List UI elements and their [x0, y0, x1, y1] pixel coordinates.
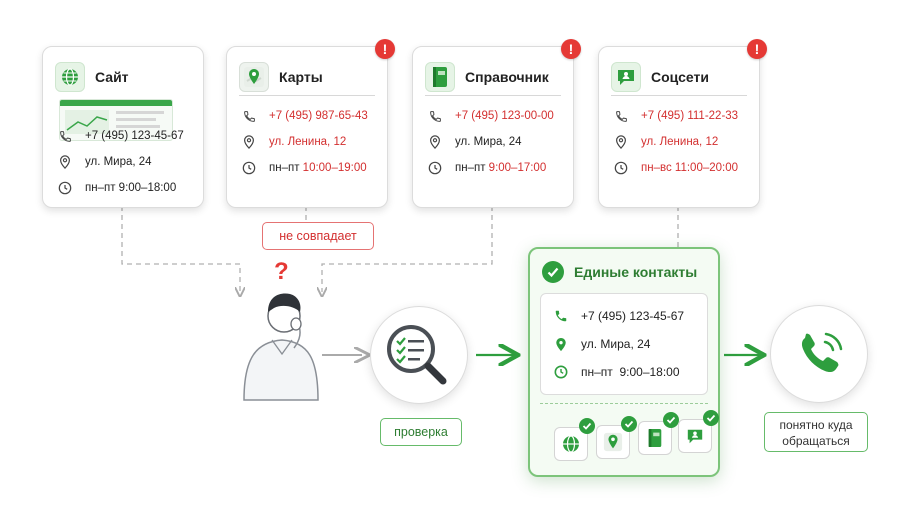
check-circle-icon — [542, 261, 564, 283]
directory-address: ул. Мира, 24 — [455, 136, 522, 148]
unified-hours-row: пн–пт 9:00–18:00 — [553, 358, 684, 386]
book-icon — [638, 412, 679, 455]
maps-phone-row: +7 (495) 987-65-43 — [241, 103, 379, 129]
mismatch-tag: не совпадает — [262, 222, 374, 250]
card-divider — [611, 95, 747, 96]
source-card-site: Сайт +7 (495) 123-45-67 ул. Мира, 24 пн–… — [42, 46, 204, 208]
result-label-line1: понятно куда — [779, 418, 853, 432]
confused-person-illustration: ? — [236, 258, 326, 408]
directory-hours-days: пн–пт — [455, 162, 486, 174]
phone-icon — [57, 130, 73, 143]
site-hours-row: пн–пт 9:00–18:00 — [57, 175, 195, 201]
social-phone-row: +7 (495) 111-22-33 — [613, 103, 751, 129]
globe-icon — [55, 62, 85, 92]
source-title-maps: Карты — [279, 69, 323, 85]
unified-phone: +7 (495) 123-45-67 — [581, 309, 685, 323]
unified-contacts-card: Единые контакты +7 (495) 123-45-67 ул. М… — [528, 247, 720, 477]
map-pin-icon — [596, 416, 637, 459]
check-magnifier-circle — [370, 306, 468, 404]
maps-hours-row: пн–пт 10:00–19:00 — [241, 155, 379, 181]
social-chat-icon — [678, 410, 719, 453]
social-phone: +7 (495) 111-22-33 — [641, 110, 739, 122]
location-icon — [613, 135, 629, 149]
source-card-directory: ! Справочник +7 (495) 123-00-00 ул. Мира… — [412, 39, 581, 208]
social-hours-time: 11:00–20:00 — [674, 162, 739, 174]
check-label-tag: проверка — [380, 418, 462, 446]
site-phone: +7 (495) 123-45-67 — [85, 130, 184, 142]
directory-phone: +7 (495) 123-00-00 — [455, 110, 554, 122]
check-badge-icon — [663, 412, 679, 428]
source-card-maps: ! Карты +7 (495) 987-65-43 ул. Ленина, 1… — [226, 39, 395, 208]
maps-address: ул. Ленина, 12 — [269, 136, 347, 148]
unified-phone-row: +7 (495) 123-45-67 — [553, 302, 684, 330]
result-label-line2: обращаться — [782, 434, 850, 448]
map-pin-icon — [239, 62, 269, 92]
site-hours-time: 9:00–18:00 — [118, 182, 177, 194]
site-address-row: ул. Мира, 24 — [57, 149, 195, 175]
clock-icon — [613, 161, 629, 175]
alert-badge: ! — [375, 39, 395, 59]
site-hours-days: пн–пт — [85, 182, 116, 194]
directory-hours-time: 9:00–17:00 — [488, 162, 547, 174]
social-address: ул. Ленина, 12 — [641, 136, 719, 148]
directory-hours-row: пн–пт 9:00–17:00 — [427, 155, 565, 181]
site-address: ул. Мира, 24 — [85, 156, 152, 168]
unified-hours: пн–пт 9:00–18:00 — [581, 365, 680, 379]
channel-icons — [540, 410, 719, 463]
book-icon — [425, 62, 455, 92]
phone-icon — [613, 110, 629, 123]
site-phone-row: +7 (495) 123-45-67 — [57, 123, 195, 149]
dashed-connector-directory — [322, 206, 493, 292]
magnifier-checklist-icon — [387, 325, 447, 385]
location-icon — [57, 155, 73, 169]
card-divider — [425, 95, 561, 96]
location-icon — [241, 135, 257, 149]
maps-phone: +7 (495) 987-65-43 — [269, 110, 368, 122]
source-title-social: Соцсети — [651, 69, 709, 85]
directory-address-row: ул. Мира, 24 — [427, 129, 565, 155]
social-hours-days: пн–вс — [641, 162, 672, 174]
phone-icon — [427, 110, 443, 123]
unified-address-row: ул. Мира, 24 — [553, 330, 684, 358]
directory-phone-row: +7 (495) 123-00-00 — [427, 103, 565, 129]
website-thumbnail — [59, 99, 173, 141]
location-icon — [427, 135, 443, 149]
alert-badge: ! — [747, 39, 767, 59]
question-mark: ? — [274, 258, 289, 285]
source-title-site: Сайт — [95, 69, 129, 85]
unified-address: ул. Мира, 24 — [581, 337, 651, 351]
clock-icon — [57, 181, 73, 195]
dashed-connector-site — [121, 206, 240, 292]
social-hours-row: пн–вс 11:00–20:00 — [613, 155, 751, 181]
card-divider — [239, 95, 375, 96]
globe-icon — [554, 418, 595, 461]
check-badge-icon — [621, 416, 637, 432]
dashed-divider — [540, 403, 708, 404]
clock-icon — [241, 161, 257, 175]
social-chat-icon — [611, 62, 641, 92]
check-badge-icon — [579, 418, 595, 434]
source-title-directory: Справочник — [465, 69, 549, 85]
result-label-tag: понятно куда обращаться — [764, 412, 868, 452]
source-card-social: ! Соцсети +7 (495) 111-22-33 ул. Ленина,… — [598, 39, 767, 208]
social-address-row: ул. Ленина, 12 — [613, 129, 751, 155]
maps-address-row: ул. Ленина, 12 — [241, 129, 379, 155]
maps-hours-time: 10:00–19:00 — [302, 162, 367, 174]
unified-contact-details: +7 (495) 123-45-67 ул. Мира, 24 пн–пт 9:… — [540, 293, 708, 395]
unified-title: Единые контакты — [574, 264, 698, 280]
phone-call-icon — [801, 332, 843, 373]
clock-icon — [427, 161, 443, 175]
check-badge-icon — [703, 410, 719, 426]
phone-icon — [241, 110, 257, 123]
clock-icon — [553, 365, 569, 379]
call-circle — [770, 305, 868, 403]
phone-icon — [553, 309, 569, 323]
maps-hours-days: пн–пт — [269, 162, 300, 174]
location-icon — [553, 337, 569, 352]
alert-badge: ! — [561, 39, 581, 59]
